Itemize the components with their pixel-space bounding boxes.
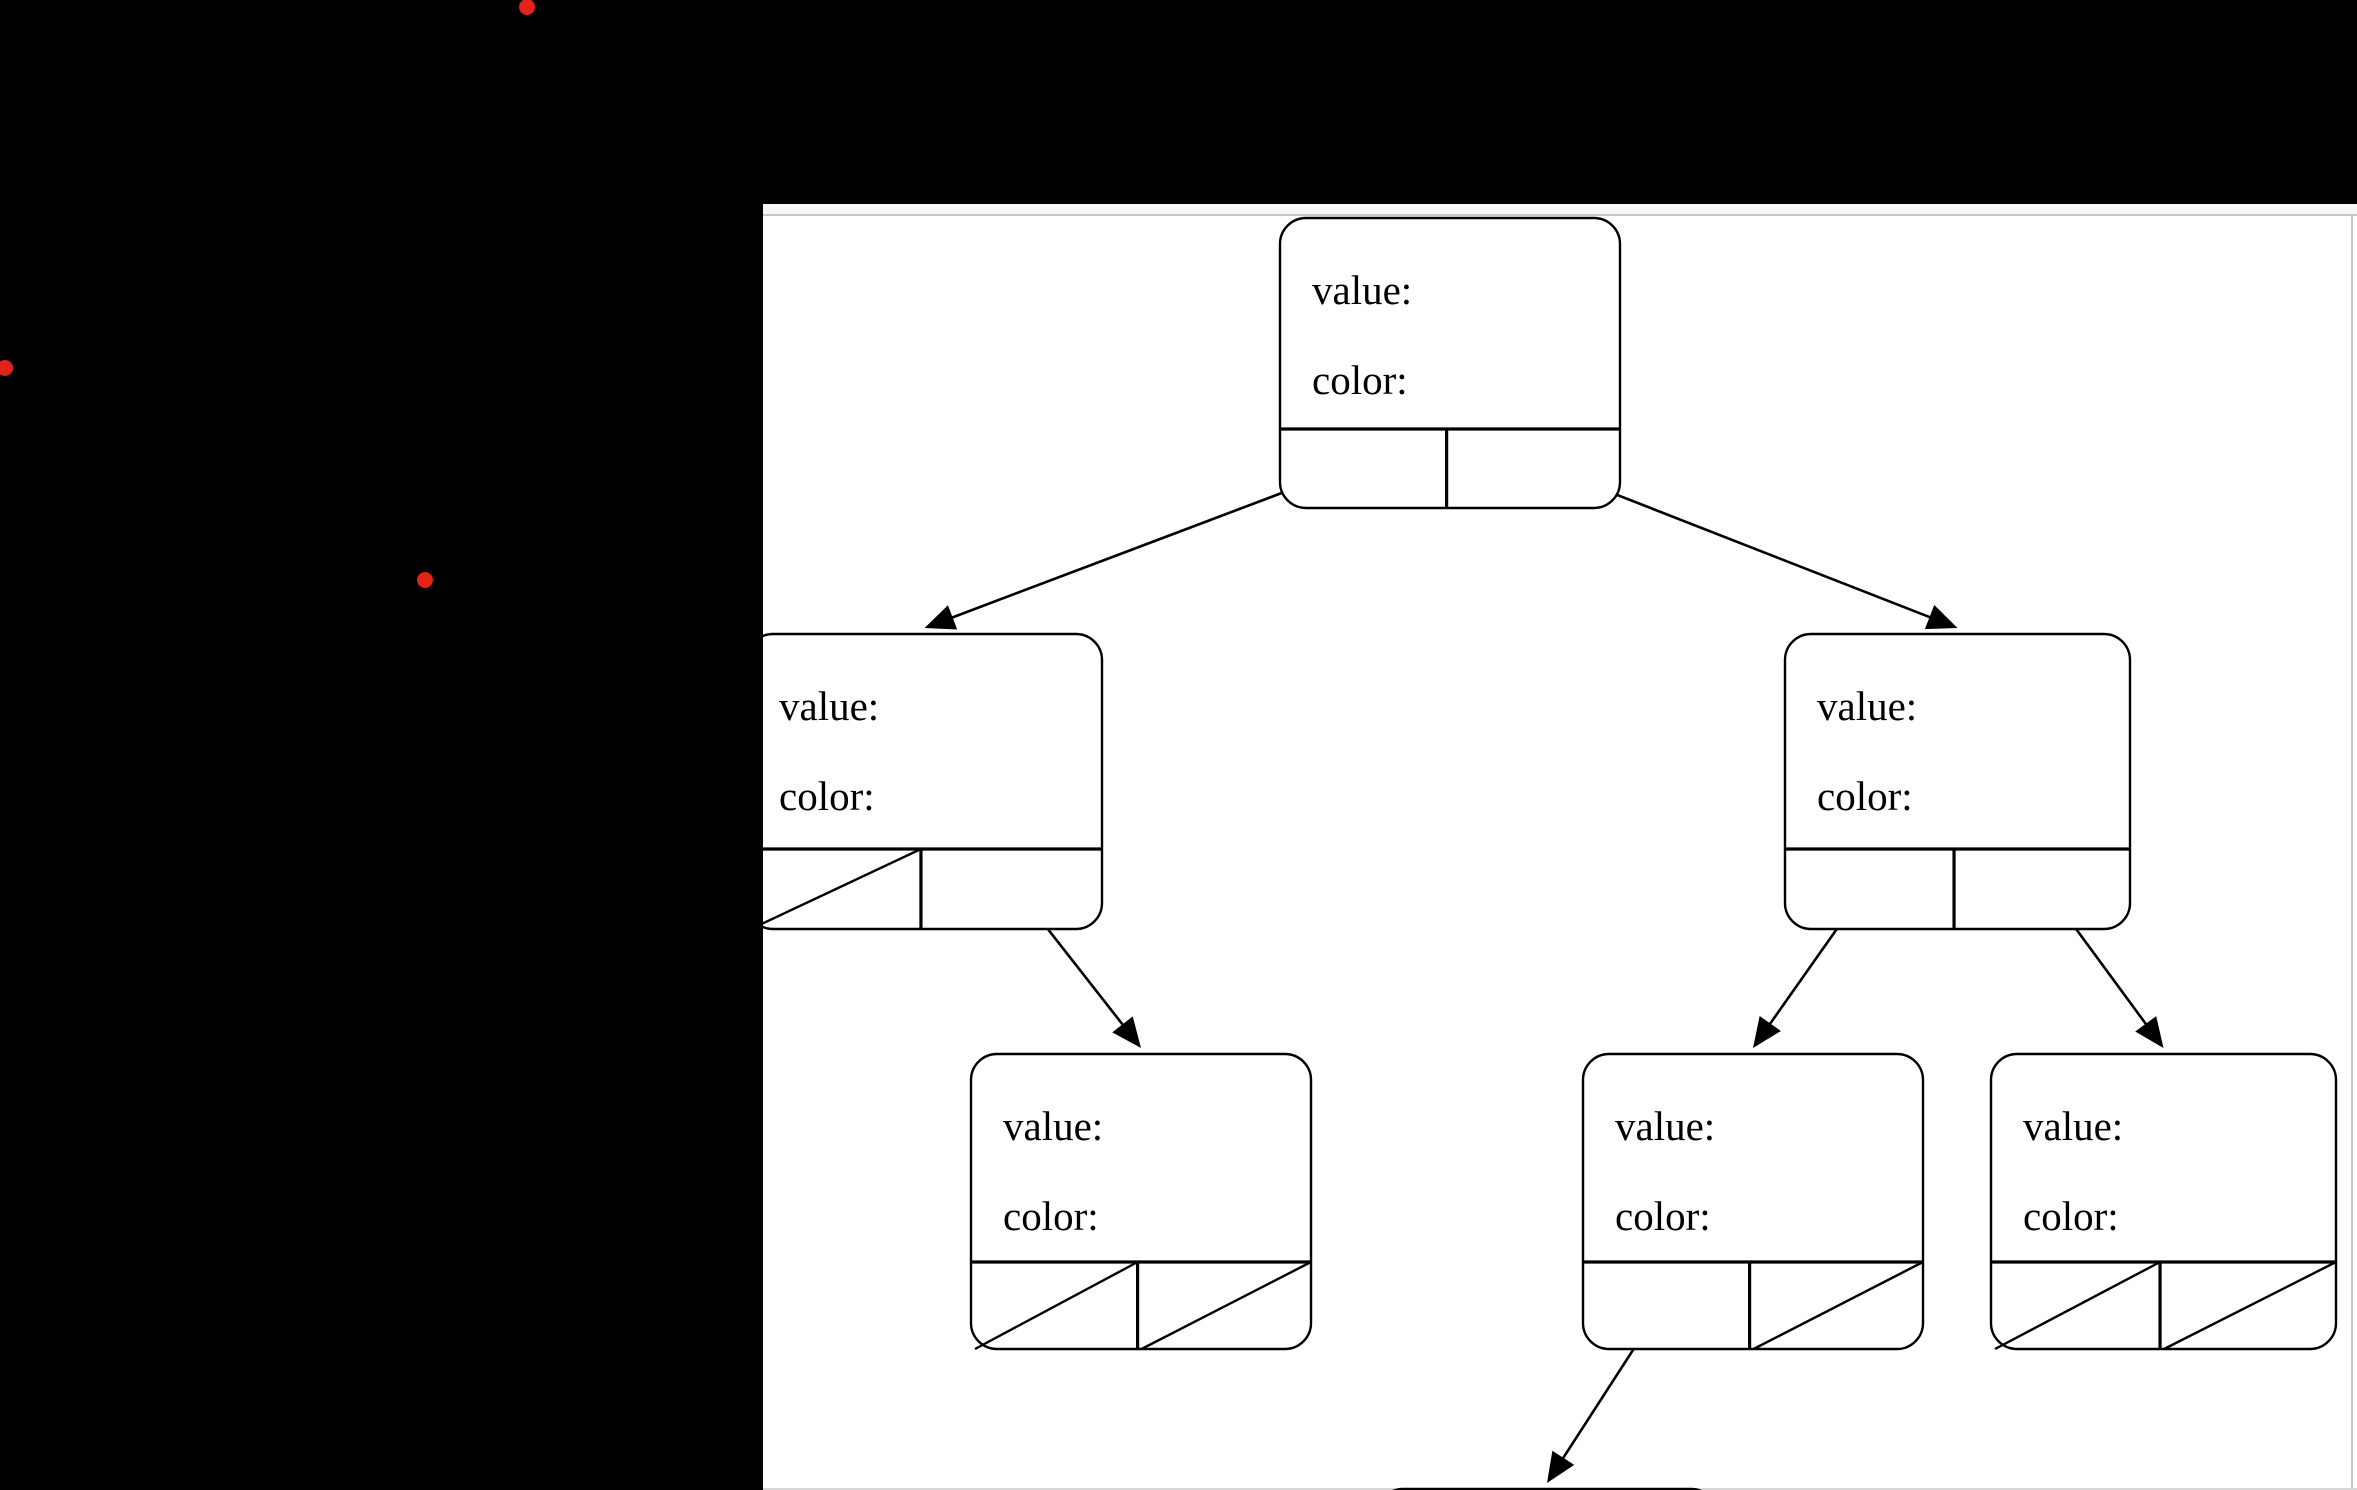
tree-node-left-right-leaf-value-label: value:	[1003, 1103, 1103, 1149]
tree-node-left-child-value-label: value:	[779, 683, 879, 729]
binary-tree-diagram[interactable]: value:color:value:color:value:color:valu…	[763, 204, 2357, 1490]
tree-node-left-child-color-label: color:	[779, 773, 875, 819]
node-layer: value:color:value:color:value:color:valu…	[763, 216, 2338, 1490]
tree-node-right-right-leaf-left-null-slash	[1994, 1260, 2161, 1351]
tree-node-left-right-leaf-color-label: color:	[1003, 1193, 1099, 1239]
tree-node-right-child-box[interactable]	[1783, 632, 2132, 931]
tree-node-right-right-leaf-color-label: color:	[2023, 1193, 2119, 1239]
tree-node-left-right-leaf-left-null-slash	[974, 1260, 1139, 1351]
edge-root-to-right-child-arrowhead	[1924, 604, 1958, 630]
canvas-top-edge	[763, 204, 2357, 216]
edge-root-to-left-child-arrowhead	[924, 605, 958, 630]
tree-node-right-child: value: color:	[1783, 632, 2132, 931]
tree-node-right-child-color-label: color:	[1817, 773, 1913, 819]
edge-right-child-to-right-arrowhead	[2135, 1016, 2164, 1048]
edge-left-child-to-leaf-arrowhead	[1112, 1016, 1141, 1048]
tree-node-left-child: value: color:	[763, 632, 1104, 931]
tree-node-right-left-child: value: color:	[1581, 1052, 1925, 1351]
tree-node-right-right-leaf-right-null-slash	[2163, 1260, 2337, 1351]
tree-node-left-right-leaf-box[interactable]	[969, 1052, 1313, 1351]
marker-dot-left	[0, 360, 13, 376]
tree-node-right-left-child-value-label: value:	[1615, 1103, 1715, 1149]
tree-node-right-right-leaf-box[interactable]	[1989, 1052, 2338, 1351]
tree-node-right-left-child-right-null-slash	[1753, 1260, 1924, 1351]
edge-right-child-to-left-arrowhead	[1753, 1015, 1781, 1048]
tree-node-root-value-label: value:	[1312, 267, 1412, 313]
tree-node-right-left-child-color-label: color:	[1615, 1193, 1711, 1239]
marker-dot-top	[519, 0, 535, 15]
canvas-right-edge	[2351, 216, 2353, 1490]
edge-right-left-to-deepest-arrowhead	[1547, 1450, 1575, 1483]
tree-diagram-canvas[interactable]: value:color:value:color:value:color:valu…	[763, 204, 2357, 1490]
tree-node-right-left-child-box[interactable]	[1581, 1052, 1925, 1351]
tree-node-left-right-leaf-right-null-slash	[1141, 1260, 1312, 1351]
tree-node-left-child-left-null-slash	[763, 847, 922, 925]
tree-node-right-right-leaf: value: color:	[1989, 1052, 2338, 1351]
tree-node-left-child-box[interactable]	[763, 632, 1104, 931]
tree-node-root-box[interactable]	[1278, 216, 1622, 510]
tree-node-right-right-leaf-value-label: value:	[2023, 1103, 2123, 1149]
tree-node-root: value: color:	[1278, 216, 1622, 510]
tree-node-right-child-value-label: value:	[1817, 683, 1917, 729]
marker-dot-middle	[417, 572, 433, 588]
tree-node-left-right-leaf: value: color:	[969, 1052, 1313, 1351]
tree-node-root-color-label: color:	[1312, 357, 1408, 403]
